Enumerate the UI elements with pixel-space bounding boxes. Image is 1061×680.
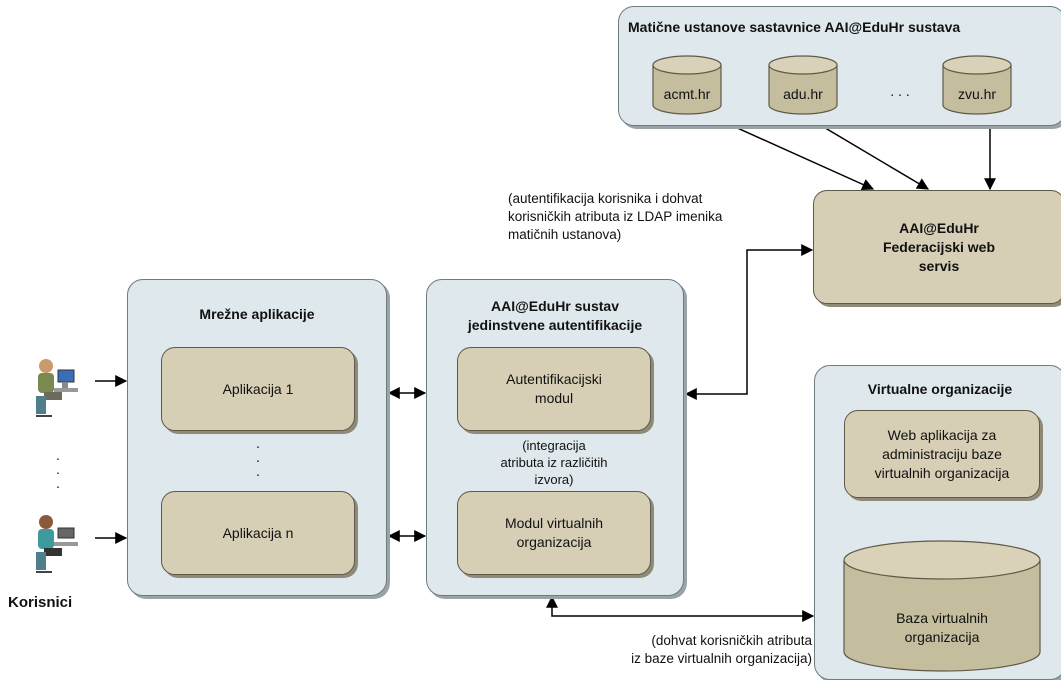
db-label: adu.hr	[783, 86, 823, 102]
ldap-note: (autentifikacija korisnika i dohvat kori…	[508, 191, 723, 242]
cylinder-icon	[652, 55, 722, 115]
vo-database: Baza virtualnih organizacija	[843, 540, 1041, 672]
db-adu: adu.hr	[768, 55, 838, 115]
arrow-auth-federation	[684, 244, 814, 400]
aai-system-title: AAI@EduHr sustav jedinstvene autentifika…	[467, 298, 643, 333]
cylinder-icon	[768, 55, 838, 115]
institutions-ellipsis: . . .	[890, 83, 910, 99]
users-ellipsis: . . .	[56, 447, 60, 491]
app-1: Aplikacija 1	[161, 347, 355, 431]
cylinder-icon	[843, 540, 1041, 672]
vo-web-app: Web aplikacija za administraciju baze vi…	[844, 410, 1040, 498]
user-1-icon	[28, 356, 80, 425]
app-n: Aplikacija n	[161, 491, 355, 575]
db-acmt: acmt.hr	[652, 55, 722, 115]
auth-module: Autentifikacijski modul	[457, 347, 651, 431]
integration-note: (integracija atributa iz različitih izvo…	[500, 438, 608, 487]
vo-module: Modul virtualnih organizacija	[457, 491, 651, 575]
db-label: zvu.hr	[957, 86, 997, 102]
users-label: Korisnici	[8, 594, 73, 611]
cylinder-icon	[942, 55, 1012, 115]
vo-database-label: Baza virtualnih organizacija	[896, 610, 988, 645]
institutions-title: Matične ustanove sastavnice AAI@EduHr su…	[628, 19, 961, 35]
user-2-icon	[28, 512, 80, 581]
network-apps-title: Mrežne aplikacije	[199, 306, 315, 322]
db-zvu: zvu.hr	[942, 55, 1012, 115]
apps-ellipsis: . . .	[256, 435, 260, 479]
virtual-orgs-title: Virtualne organizacije	[867, 381, 1013, 397]
db-label: acmt.hr	[663, 86, 711, 102]
vo-attributes-note: (dohvat korisničkih atributa iz baze vir…	[631, 633, 812, 666]
arrow-aai-virtual	[546, 595, 815, 622]
federation-web-service: AAI@EduHr Federacijski web servis	[813, 190, 1061, 304]
